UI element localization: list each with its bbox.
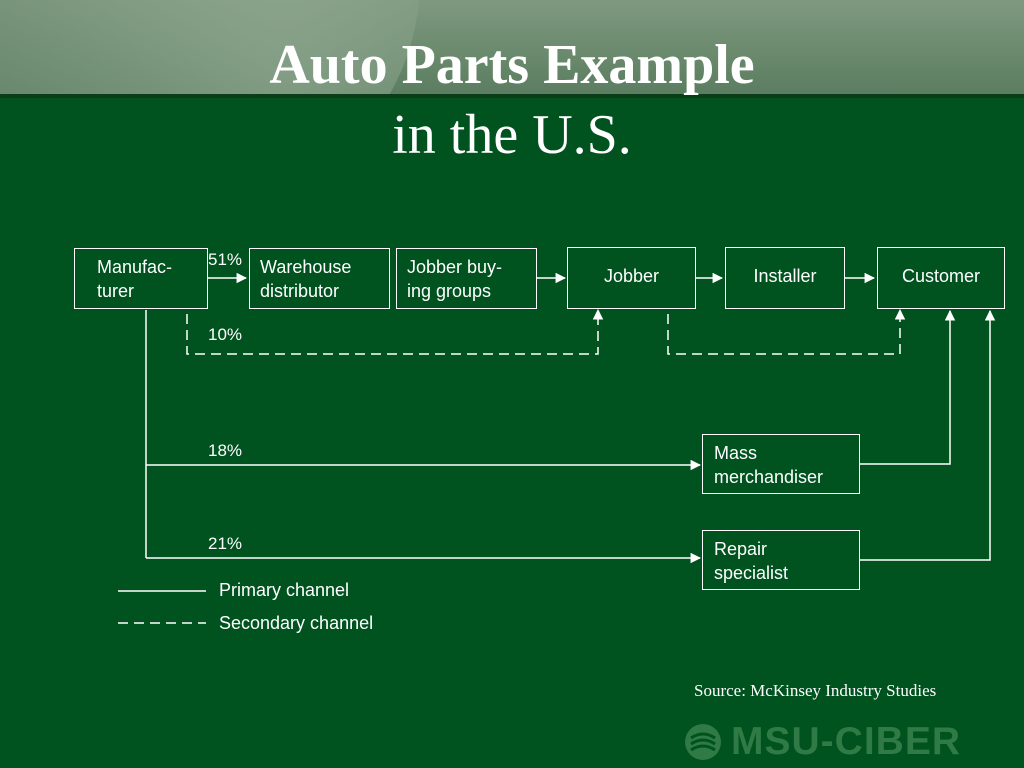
node-manufacturer: Manufac- turer — [74, 248, 208, 309]
node-jobber-buying-groups: Jobber buy- ing groups — [396, 248, 537, 309]
logo-text: MSU-CIBER — [731, 720, 961, 763]
share-label-mass-merchandiser: 18% — [208, 441, 243, 460]
node-warehouse-distributor-line-2: distributor — [260, 281, 340, 301]
node-installer-label: Installer — [753, 266, 817, 286]
node-warehouse-distributor: Warehouse distributor — [249, 248, 390, 309]
globe-image — [0, 0, 420, 94]
node-repair-specialist-line-1: Repair — [714, 539, 768, 559]
source-citation: Source: McKinsey Industry Studies — [694, 681, 937, 700]
msu-ciber-swirl-icon — [685, 724, 721, 760]
share-label-repair-specialist: 21% — [208, 534, 243, 553]
node-jobber: Jobber — [567, 247, 696, 309]
node-mass-merchandiser-line-2: merchandiser — [714, 467, 824, 487]
node-mass-merchandiser: Mass merchandiser — [702, 434, 860, 494]
node-installer: Installer — [725, 247, 845, 309]
header-banner — [0, 0, 1024, 94]
node-repair-specialist: Repair specialist — [702, 530, 860, 590]
share-label-warehouse: 51% — [208, 250, 243, 269]
node-warehouse-distributor-line-1: Warehouse — [260, 257, 352, 277]
node-jobber-label: Jobber — [603, 266, 660, 286]
legend-secondary-label: Secondary channel — [219, 613, 374, 633]
arrow-repair-specialist-to-customer — [860, 309, 996, 561]
msu-ciber-logo: MSU-CIBER — [683, 720, 961, 763]
slide-title-line-1: Auto Parts Example — [269, 34, 755, 96]
node-manufacturer-line-2: turer — [97, 281, 135, 301]
node-jobber-buying-groups-line-2: ing groups — [407, 281, 492, 301]
legend-primary-label: Primary channel — [219, 580, 350, 600]
share-label-jobber-direct: 10% — [208, 325, 243, 344]
node-customer-label: Customer — [901, 266, 981, 286]
node-jobber-buying-groups-line-1: Jobber buy- — [407, 257, 503, 277]
node-manufacturer-line-1: Manufac- — [97, 257, 173, 277]
node-repair-specialist-line-2: specialist — [714, 563, 789, 583]
arrow-mass-merchandiser-to-customer — [860, 309, 956, 465]
node-mass-merchandiser-line-1: Mass — [714, 443, 758, 463]
dashed-jobber-to-customer — [667, 308, 906, 355]
slide-title-line-2: in the U.S. — [392, 104, 632, 166]
banner-divider — [0, 94, 1024, 98]
node-customer: Customer — [877, 247, 1005, 309]
dashed-manufacturer-to-jobber — [186, 308, 604, 355]
